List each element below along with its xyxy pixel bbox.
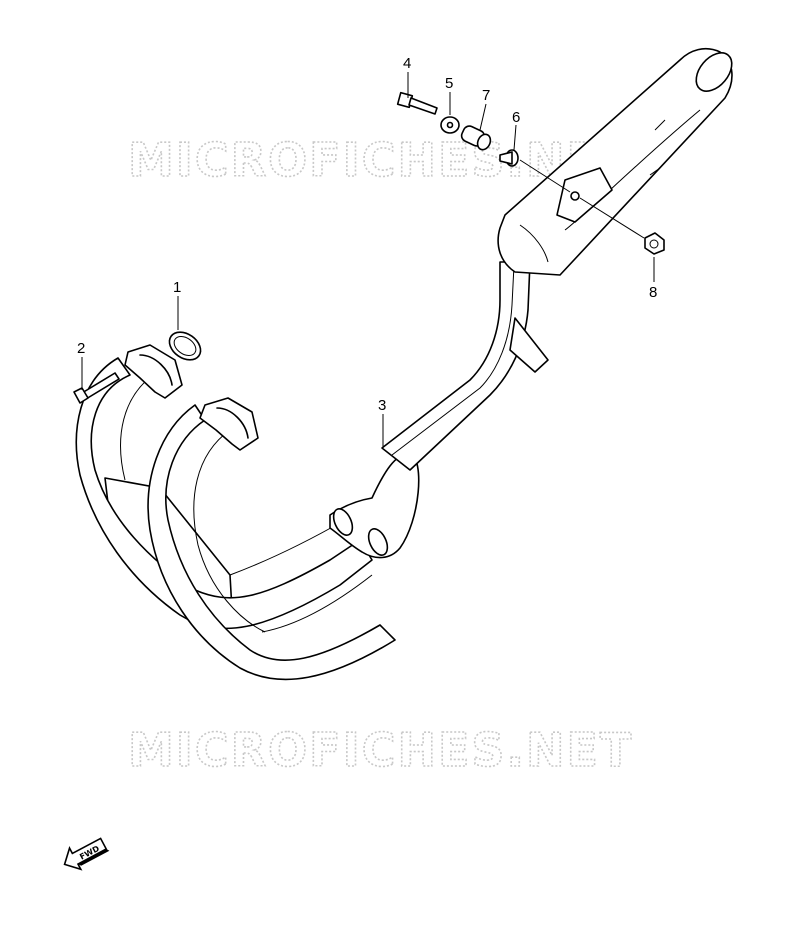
nut[interactable] [644, 232, 665, 255]
exhaust-pipe-assembly[interactable] [75, 46, 738, 681]
header-tube-rear [75, 357, 373, 630]
cushion[interactable] [460, 124, 493, 152]
callout-3: 3 [378, 397, 386, 414]
callout-4: 4 [403, 55, 411, 72]
callout-6: 6 [512, 109, 520, 126]
leader-lines [81, 72, 655, 448]
gasket-ring[interactable] [164, 326, 206, 365]
exhaust-flange-front[interactable] [199, 397, 259, 451]
callout-5: 5 [445, 75, 453, 92]
stud-bolt[interactable] [73, 372, 120, 404]
muffler-outlet [695, 52, 733, 92]
muffler [497, 48, 733, 276]
callout-7: 7 [482, 87, 490, 104]
forward-arrow-icon [63, 837, 108, 871]
watermark-bottom: MICROFICHES.NET [128, 723, 633, 777]
mid-pipe [381, 261, 531, 471]
header-tube-front [147, 404, 396, 681]
exhaust-flange-rear[interactable] [124, 344, 183, 399]
callout-8: 8 [649, 284, 657, 301]
callout-1: 1 [173, 279, 181, 296]
callout-2: 2 [77, 340, 85, 357]
hanger-bracket [509, 317, 549, 373]
fwd-indicator: FWD [63, 837, 110, 871]
bolt[interactable] [396, 91, 438, 115]
collar[interactable] [499, 149, 519, 167]
